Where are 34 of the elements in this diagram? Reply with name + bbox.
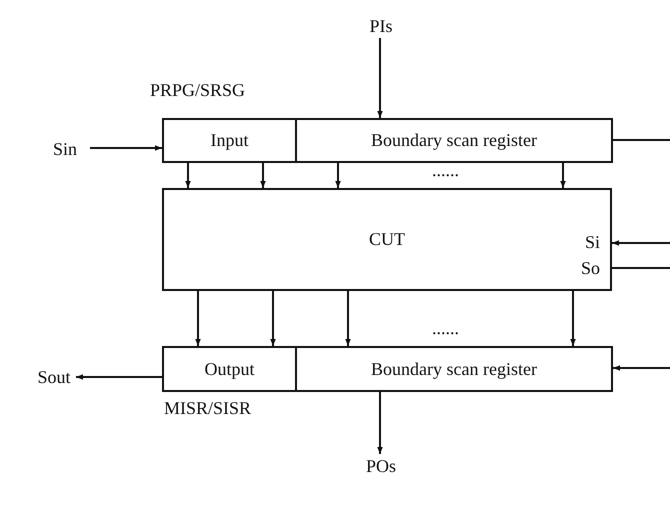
arrow	[185, 163, 191, 188]
pin-label: Si	[584, 232, 600, 253]
arrow	[90, 145, 162, 151]
arrow	[345, 291, 351, 346]
arrow	[76, 374, 162, 380]
arrow	[377, 392, 383, 454]
register-label: PRPG/SRSG	[150, 80, 246, 101]
arrow	[270, 291, 276, 346]
arrow	[560, 163, 566, 188]
arrow	[570, 291, 576, 346]
ellipsis: ......	[432, 160, 459, 181]
signal-label: Sin	[52, 138, 77, 160]
pin-label: So	[580, 258, 600, 279]
signal-label: Sout	[37, 366, 70, 388]
block-label: CUT	[369, 229, 405, 250]
arrow	[377, 38, 383, 118]
register-label: MISR/SISR	[164, 398, 252, 419]
arrow	[613, 365, 670, 371]
block-label: Output	[204, 358, 254, 380]
block-label: Input	[210, 130, 248, 151]
arrow	[335, 163, 341, 188]
arrow	[612, 240, 670, 246]
signal-label: POs	[366, 456, 396, 476]
block-label: Boundary scan register	[371, 130, 537, 151]
cut-block	[162, 188, 612, 291]
output-register-box	[162, 346, 297, 392]
arrow	[195, 291, 201, 346]
signal-label: PIs	[369, 16, 392, 36]
input-register-box	[162, 118, 297, 163]
ellipsis: ......	[432, 318, 459, 339]
block-label: Boundary scan register	[371, 358, 537, 380]
arrow	[260, 163, 266, 188]
boundary-scan-register-box	[295, 118, 613, 163]
boundary-scan-register-box	[295, 346, 613, 392]
